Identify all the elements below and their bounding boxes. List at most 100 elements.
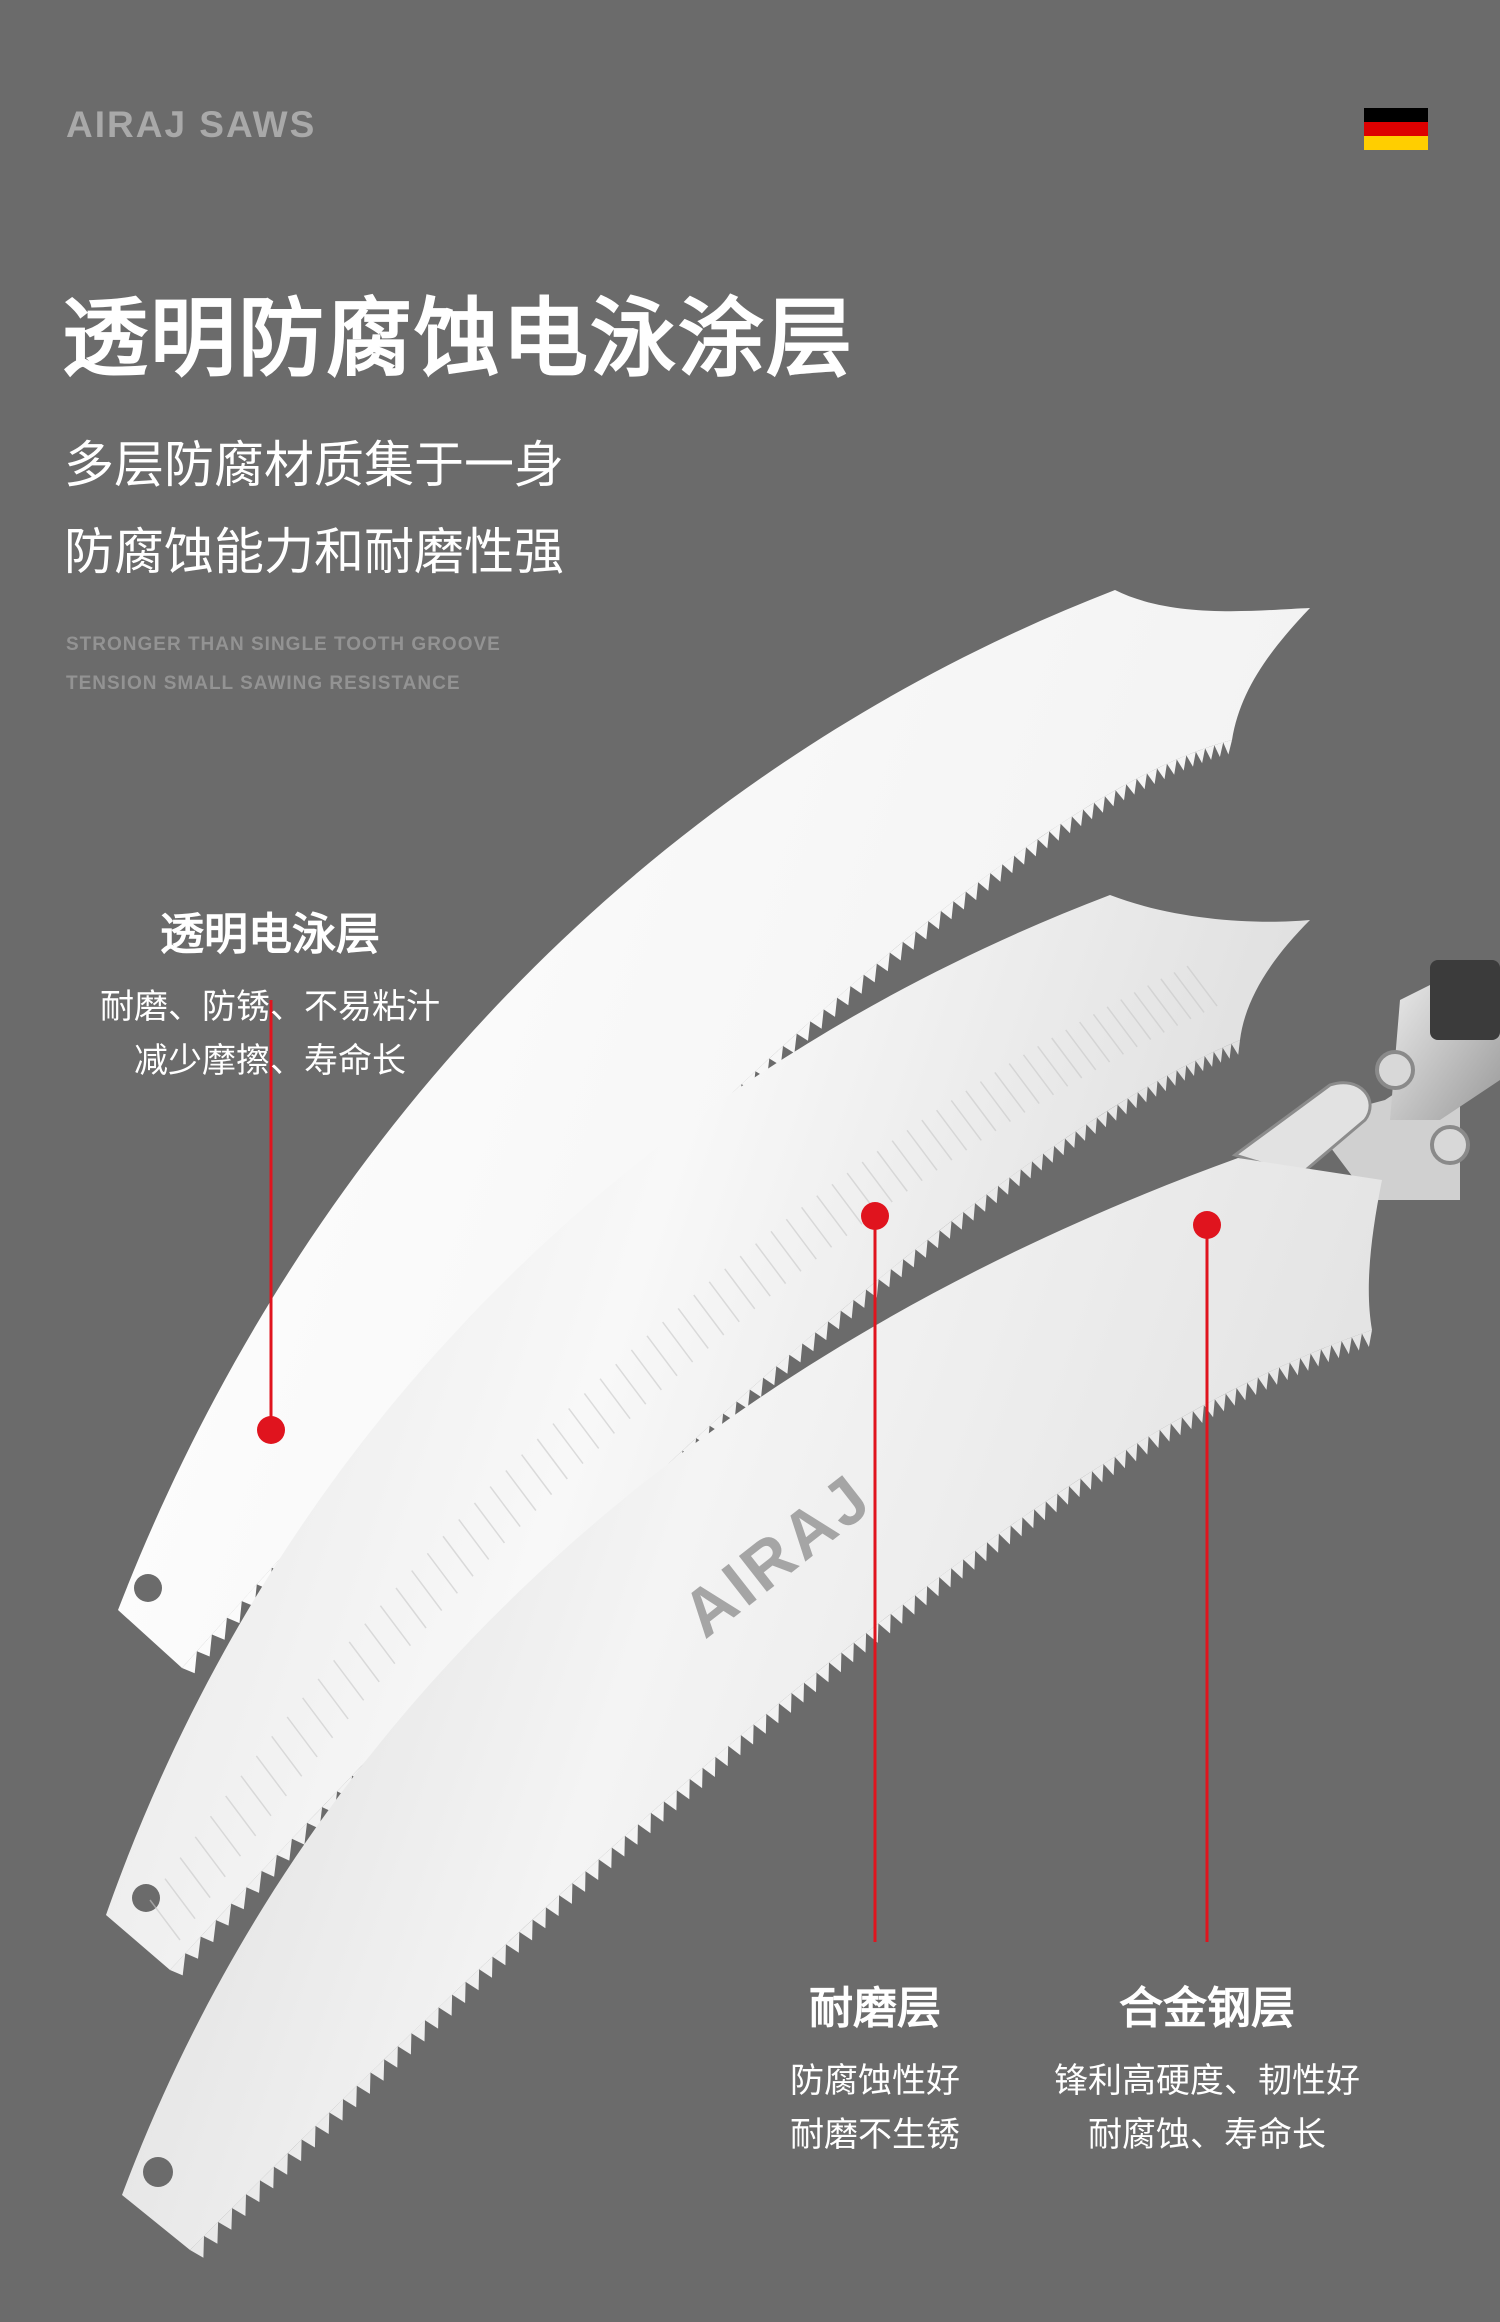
blade-brush-stroke: [489, 1486, 521, 1528]
callout-label-electrophoretic: 透明电泳层 耐磨、防锈、不易粘汁 减少摩擦、寿命长: [70, 898, 470, 1088]
blade-brush-stroke: [225, 1795, 257, 1837]
callout-dot-1: [257, 1416, 285, 1444]
blade-brush-stroke: [891, 1140, 923, 1182]
callout-line-1-2: 减少摩擦、寿命长: [134, 1041, 406, 1081]
blade-brush-stroke: [473, 1502, 506, 1544]
blade-brush-stroke: [209, 1815, 242, 1857]
blade-brush-stroke: [317, 1678, 349, 1720]
blade-brush-stroke: [876, 1150, 908, 1192]
blade-brush-stroke: [271, 1735, 303, 1777]
blade-brush-stroke: [831, 1183, 863, 1225]
blade-brush-stroke: [755, 1243, 787, 1285]
blade-brush-stroke: [708, 1281, 740, 1323]
saw-blade-3: [122, 1158, 1382, 2250]
blade-brush-stroke: [395, 1587, 427, 1629]
blade-brush-stroke: [1186, 965, 1218, 1007]
blade-brush-stroke: [994, 1071, 1026, 1113]
english-line-1: STRONGER THAN SINGLE TOOTH GROOVE: [66, 634, 501, 655]
subtitle-line-2: 防腐蚀能力和耐磨性强: [64, 523, 564, 581]
callout-line-2-1: 防腐蚀性好: [790, 2061, 960, 2101]
blade-brush-stroke: [240, 1775, 272, 1817]
blade-brush-stroke: [950, 1099, 982, 1141]
blade-brush-stroke: [568, 1407, 600, 1449]
blade-brush-stroke: [1008, 1063, 1040, 1104]
blade-brush-stroke: [906, 1129, 938, 1171]
callout-title-3: 合金钢层: [1119, 1983, 1295, 2034]
blade-brush-stroke: [1147, 985, 1179, 1027]
saw-blade-2: [106, 895, 1310, 1970]
blade-brush-stroke: [599, 1378, 631, 1420]
blade-brush-stroke: [286, 1716, 318, 1758]
blade-brush-stroke: [662, 1321, 694, 1363]
saw-lock-lever: [1231, 1081, 1372, 1177]
blade-brush-stroke: [149, 1899, 181, 1941]
blade-brush-stroke: [179, 1857, 211, 1899]
blade-brush-stroke: [693, 1294, 725, 1336]
blade-brush-stroke: [965, 1090, 997, 1132]
subtitle-line-1: 多层防腐材质集于一身: [64, 436, 564, 494]
blade-brush-stroke: [255, 1755, 287, 1797]
blade-brush-stroke: [677, 1307, 709, 1349]
blade-brush-stroke: [1079, 1021, 1111, 1063]
callout-line-3-1: 锋利高硬度、韧性好: [1054, 2061, 1360, 2101]
blade-brush-stroke: [861, 1161, 893, 1203]
blade-brush-stroke: [536, 1438, 568, 1480]
blade-brush-stroke: [552, 1423, 584, 1465]
blade-brush-stroke: [364, 1623, 396, 1665]
blade-brush-stroke: [426, 1552, 458, 1594]
blade-brush-stroke: [1173, 971, 1205, 1013]
saw-handle-grip: [1430, 960, 1500, 1040]
blade-brush-stroke: [520, 1454, 553, 1496]
blade-brush-stroke: [379, 1605, 412, 1647]
saw-rivet-2: [1430, 1125, 1470, 1165]
blade-brush-stroke: [1037, 1045, 1069, 1087]
english-line-2: TENSION SMALL SAWING RESISTANCE: [66, 673, 461, 694]
blade-brush-stroke: [1133, 992, 1165, 1033]
blade-brush-stroke: [936, 1109, 968, 1151]
blade-brush-stroke: [458, 1519, 490, 1560]
blade-brush-stroke: [194, 1836, 226, 1878]
callout-label-alloy-steel: 合金钢层 锋利高硬度、韧性好 耐腐蚀、寿命长: [1007, 1972, 1407, 2162]
blade-brush-stroke: [1051, 1037, 1083, 1079]
callout-dot-2: [861, 1202, 889, 1230]
blade-brush-stroke: [333, 1659, 365, 1701]
blade-brush-stroke: [816, 1195, 848, 1237]
flag-stripe-gold: [1364, 136, 1428, 150]
flag-stripe-red: [1364, 122, 1428, 136]
blade-hole-1: [134, 1574, 162, 1602]
blade-brush-stroke: [1092, 1013, 1125, 1055]
blade-brush-stroke: [411, 1570, 443, 1611]
blade-brush-stroke: [739, 1255, 771, 1297]
flag-stripe-black: [1364, 108, 1428, 122]
blade-brush-stroke: [1022, 1054, 1055, 1096]
callout-line-3-2: 耐腐蚀、寿命长: [1088, 2115, 1326, 2155]
blade-brush-stroke: [583, 1392, 616, 1434]
callout-dot-3: [1193, 1211, 1221, 1239]
blade-brush-stroke: [1065, 1029, 1097, 1071]
blade-brush-stroke: [1120, 999, 1152, 1041]
blade-brush-stroke: [302, 1697, 334, 1739]
blade-brush-stroke: [1106, 1006, 1138, 1048]
blade-brush-stroke: [615, 1363, 647, 1405]
blade-brush-stroke: [921, 1119, 953, 1161]
blade-brush-stroke: [505, 1470, 537, 1511]
blade-brush-stroke: [442, 1535, 474, 1577]
callout-line-1-1: 耐磨、防锈、不易粘汁: [100, 987, 440, 1027]
blade-brush-stroke: [348, 1641, 380, 1683]
saw-rivet-1: [1375, 1050, 1415, 1090]
callout-title-1: 透明电泳层: [160, 909, 380, 960]
blade-brush-stroke: [164, 1878, 196, 1920]
blade-hole-3: [143, 2157, 173, 2187]
blade-brush-stroke: [724, 1268, 756, 1310]
callout-label-wear-layer: 耐磨层 防腐蚀性好 耐磨不生锈: [675, 1972, 1075, 2162]
blade-brush-stroke: [979, 1081, 1012, 1123]
callout-title-2: 耐磨层: [809, 1983, 941, 2034]
headline: 透明防腐蚀电泳涂层: [62, 289, 854, 389]
blade-brush-stroke: [770, 1230, 802, 1272]
blade-brush-stroke: [646, 1335, 678, 1377]
blade-brush-stroke: [1160, 978, 1192, 1020]
germany-flag-icon: [1364, 108, 1428, 150]
brand-logo-text: AIRAJ SAWS: [66, 104, 317, 145]
